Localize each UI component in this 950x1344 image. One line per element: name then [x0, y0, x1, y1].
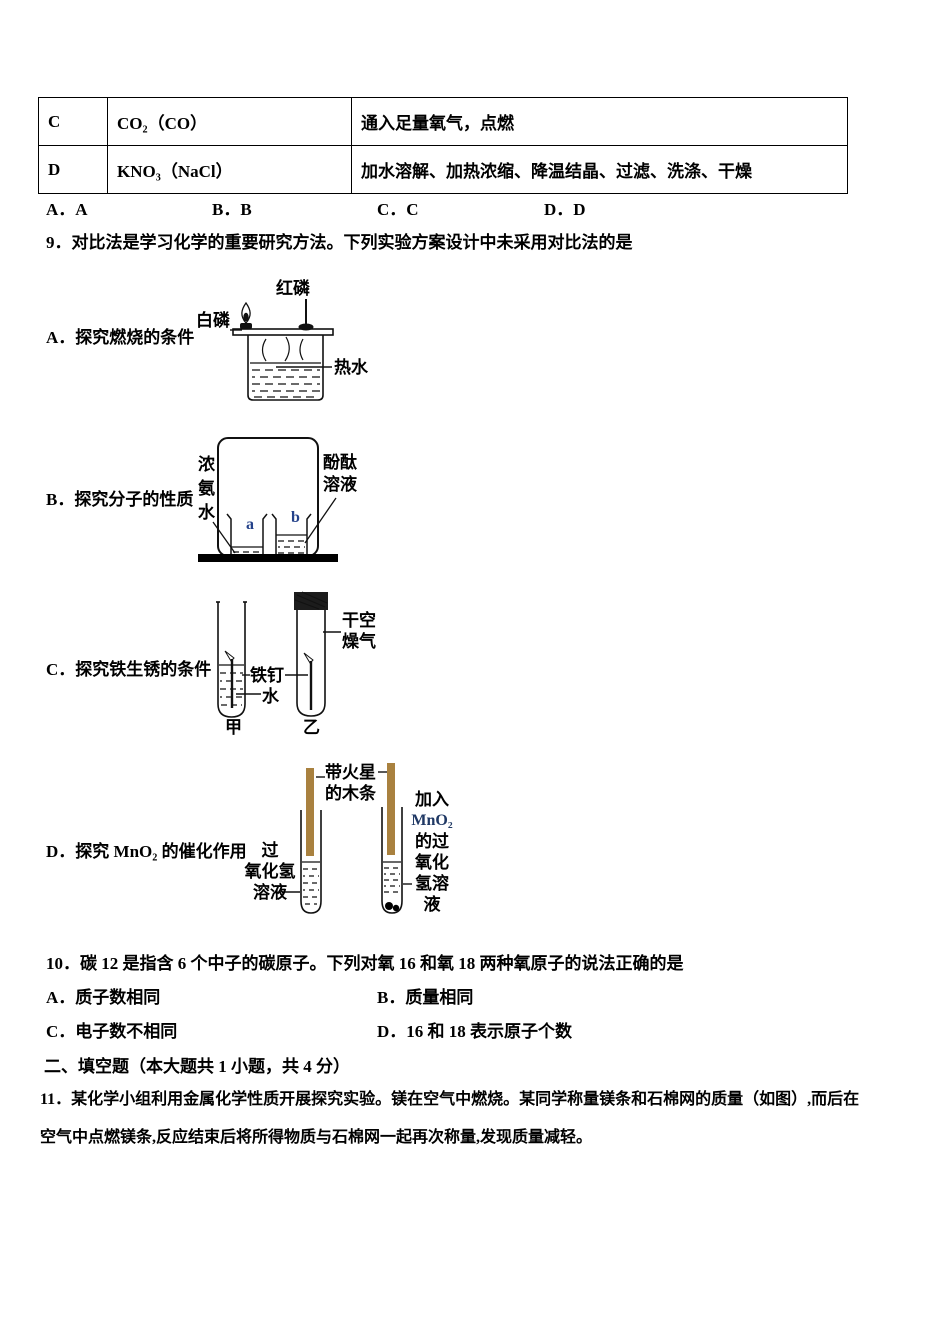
dry-air-label: 干空 燥气 — [342, 611, 376, 651]
beaker-b-outline — [271, 513, 312, 557]
option-b-label: B．探究分子的性质 — [46, 490, 194, 509]
option-d-label: D．探究 MnO₂ 的催化作用 — [46, 842, 247, 861]
jar-outline — [217, 437, 319, 557]
tube-jia-label: 甲 — [225, 718, 242, 737]
mno2-particles-icon — [385, 902, 400, 912]
red-phosphorus-label: 红磷 — [276, 279, 310, 298]
h2o2-label: 过 氧化氢 溶液 — [244, 841, 296, 902]
phenolphthalein-label: 酚酞 溶液 — [323, 453, 357, 494]
hot-water-lines — [250, 362, 321, 398]
water-label: 水 — [262, 687, 279, 706]
tube-yi-outline — [296, 610, 326, 717]
question-10-stem: 10．碳 12 是指含 6 个中子的碳原子。下列对氧 16 和氧 18 两种氧原… — [46, 954, 684, 973]
iron-rusting-diagram — [216, 591, 341, 718]
h2o2-mno2-label: 加入 MnO₂ 的过 氧化 氢溶 液 — [409, 789, 455, 915]
beaker-a-letter: a — [246, 516, 254, 533]
red-phosphorus-icon — [298, 299, 314, 331]
question-9-stem: 9．对比法是学习化学的重要研究方法。下列实验方案设计中未采用对比法的是 — [46, 233, 633, 252]
molecule-properties-diagram — [198, 437, 338, 562]
pointer-lines — [230, 329, 332, 368]
liquid-right-lines — [383, 861, 401, 893]
table-row: C CO₂（CO） 通入足量氧气，点燃 — [38, 97, 848, 146]
nail-jia-icon — [224, 650, 235, 708]
iron-nail-label: 铁钉 — [250, 666, 284, 685]
burning-conditions-diagram — [230, 299, 334, 401]
option-a-label: A．探究燃烧的条件 — [46, 328, 195, 347]
tube-left-outline — [300, 810, 322, 914]
fume-squiggles — [261, 336, 304, 362]
q10-option-d: D．16 和 18 表示原子个数 — [377, 1022, 573, 1041]
question-11-text: 11．某化学小组利用金属化学性质开展探究实验。镁在空气中燃烧。某同学称量镁条和石… — [40, 1091, 860, 1146]
tube-right-outline — [381, 807, 403, 914]
mno2-formula: MnO₂ — [411, 812, 453, 829]
h2o2-mno2-label-line1: 加入 — [415, 790, 449, 809]
table-row: D KNO₃（NaCl） 加水溶解、加热浓缩、降温结晶、过滤、洗涤、干燥 — [38, 145, 848, 194]
table-cell-letter: C — [38, 97, 108, 146]
pointer-lines — [282, 771, 412, 893]
nail-yi-icon — [303, 652, 314, 710]
q10-option-c: C．电子数不相同 — [46, 1022, 178, 1041]
hot-water-label: 热水 — [334, 358, 368, 377]
answer-option-c: C．C — [377, 200, 419, 219]
liquid-left-lines — [302, 861, 320, 905]
table-cell-letter: D — [38, 145, 108, 194]
table-cell-substance: KNO₃（NaCl） — [107, 145, 352, 194]
option-c-label: C．探究铁生锈的条件 — [46, 660, 212, 679]
splint-right-icon — [387, 763, 395, 855]
pointer-lines — [236, 631, 341, 695]
table-cell-method: 加水溶解、加热浓缩、降温结晶、过滤、洗涤、干燥 — [351, 145, 848, 194]
white-phosphorus-flame-icon — [240, 301, 252, 329]
beaker-outline — [232, 328, 334, 401]
answer-option-a: A．A — [46, 200, 88, 219]
glowing-splint-label: 带火星 的木条 — [325, 763, 376, 803]
purification-table: C CO₂（CO） 通入足量氧气，点燃 D KNO₃（NaCl） 加水溶解、加热… — [38, 97, 848, 194]
ammonia-label: 浓 氨 水 — [198, 455, 215, 522]
base-plate — [198, 554, 338, 562]
tube-yi-label: 乙 — [303, 718, 320, 737]
tube-jia-outline — [216, 601, 247, 718]
beaker-b-letter: b — [291, 509, 300, 526]
table-cell-method: 通入足量氧气，点燃 — [351, 97, 848, 146]
section-2-title: 二、填空题（本大题共 1 小题，共 4 分） — [44, 1057, 350, 1076]
answer-option-b: B．B — [212, 200, 252, 219]
q10-option-a: A．质子数相同 — [46, 988, 161, 1007]
q10-option-b: B．质量相同 — [377, 988, 474, 1007]
answer-option-d: D．D — [544, 200, 586, 219]
mno2-catalysis-diagram — [282, 763, 412, 914]
pointer-lines — [212, 497, 337, 554]
h2o2-mno2-label-rest: 的过 氧化 氢溶 液 — [415, 832, 449, 914]
stopper-icon — [294, 591, 328, 610]
splint-left-icon — [306, 768, 314, 856]
table-cell-substance: CO₂（CO） — [107, 97, 352, 146]
white-phosphorus-label: 白磷 — [196, 311, 230, 330]
